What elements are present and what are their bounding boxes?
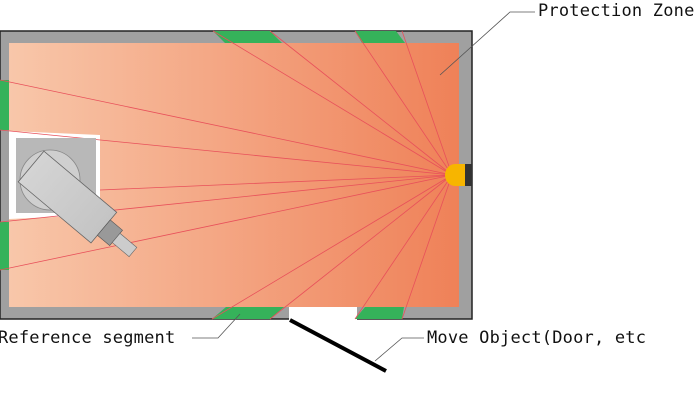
label-move-object: Move Object(Door, etc bbox=[427, 328, 647, 348]
door-opening bbox=[289, 307, 357, 321]
leader-move-object bbox=[374, 337, 424, 362]
label-protection-zone: Protection Zone bbox=[538, 1, 695, 21]
leader-reference-segment bbox=[192, 313, 241, 339]
reference-segment bbox=[355, 31, 405, 43]
reference-segment bbox=[212, 307, 284, 319]
leader-protection-zone bbox=[439, 11, 535, 76]
door-object bbox=[289, 318, 387, 373]
lidar-sensor-icon bbox=[445, 164, 472, 186]
label-reference-segment: Reference segment bbox=[0, 328, 176, 348]
reference-segment bbox=[0, 222, 9, 270]
reference-segment bbox=[355, 307, 404, 319]
reference-segment bbox=[0, 80, 9, 130]
robot-arm bbox=[16, 138, 138, 258]
reference-segment bbox=[213, 31, 282, 43]
reference-segments bbox=[0, 31, 405, 319]
